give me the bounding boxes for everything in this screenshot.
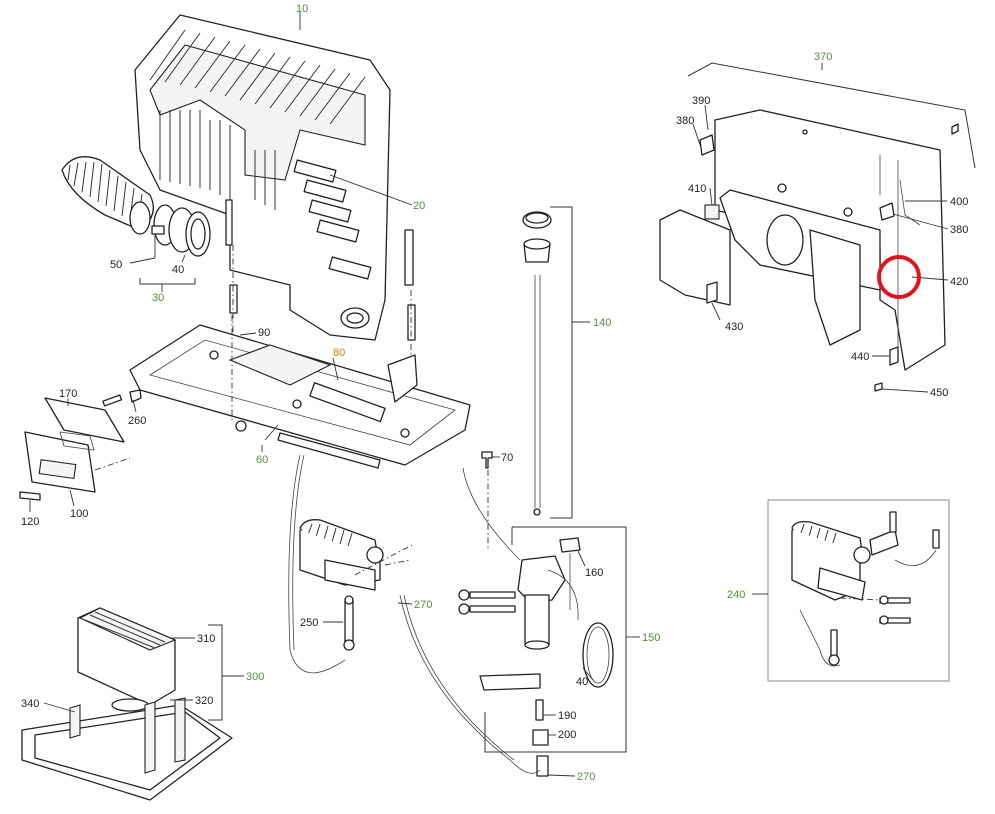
thermostat-rod bbox=[522, 211, 552, 516]
label-390: 390 bbox=[692, 95, 710, 107]
cover-assembly bbox=[21, 607, 233, 801]
label-400: 400 bbox=[950, 196, 968, 208]
label-30: 30 bbox=[152, 292, 164, 304]
label-40b: 40 bbox=[576, 676, 588, 688]
label-240: 240 bbox=[727, 589, 745, 601]
label-10: 10 bbox=[296, 3, 308, 15]
control-panel-cover bbox=[19, 397, 131, 501]
label-200: 200 bbox=[558, 729, 576, 741]
label-430: 430 bbox=[725, 321, 743, 333]
label-260: 260 bbox=[128, 415, 146, 427]
label-310: 310 bbox=[197, 633, 215, 645]
label-190: 190 bbox=[558, 710, 576, 722]
heat-exchanger bbox=[134, 14, 416, 380]
gas-valve bbox=[458, 537, 614, 777]
label-70: 70 bbox=[501, 452, 513, 464]
label-300: 300 bbox=[246, 671, 264, 683]
label-50: 50 bbox=[110, 259, 122, 271]
burner-subassembly bbox=[791, 511, 940, 667]
label-80: 80 bbox=[333, 347, 345, 359]
label-160: 160 bbox=[585, 567, 603, 579]
label-90: 90 bbox=[258, 327, 270, 339]
label-150: 150 bbox=[642, 632, 660, 644]
label-140: 140 bbox=[593, 317, 611, 329]
label-120: 120 bbox=[21, 516, 39, 528]
label-170: 170 bbox=[59, 388, 77, 400]
burner bbox=[288, 454, 413, 674]
label-270a: 270 bbox=[414, 599, 432, 611]
label-410: 410 bbox=[688, 183, 706, 195]
label-380b: 380 bbox=[950, 224, 968, 236]
label-40a: 40 bbox=[172, 264, 184, 276]
label-270b: 270 bbox=[577, 771, 595, 783]
label-100: 100 bbox=[70, 508, 88, 520]
label-20: 20 bbox=[413, 200, 425, 212]
label-340: 340 bbox=[21, 698, 39, 710]
exhaust-hose bbox=[61, 156, 211, 258]
label-450: 450 bbox=[930, 387, 948, 399]
label-370: 370 bbox=[814, 51, 832, 63]
label-250: 250 bbox=[300, 617, 318, 629]
label-440: 440 bbox=[851, 351, 869, 363]
label-420: 420 bbox=[950, 276, 968, 288]
label-320: 320 bbox=[195, 695, 213, 707]
label-60: 60 bbox=[256, 454, 268, 466]
highlight-circle-420 bbox=[877, 255, 921, 299]
base-plate bbox=[129, 315, 471, 469]
label-380a: 380 bbox=[676, 115, 694, 127]
wall-casing bbox=[659, 109, 959, 392]
burner-subassembly-box bbox=[767, 499, 950, 682]
